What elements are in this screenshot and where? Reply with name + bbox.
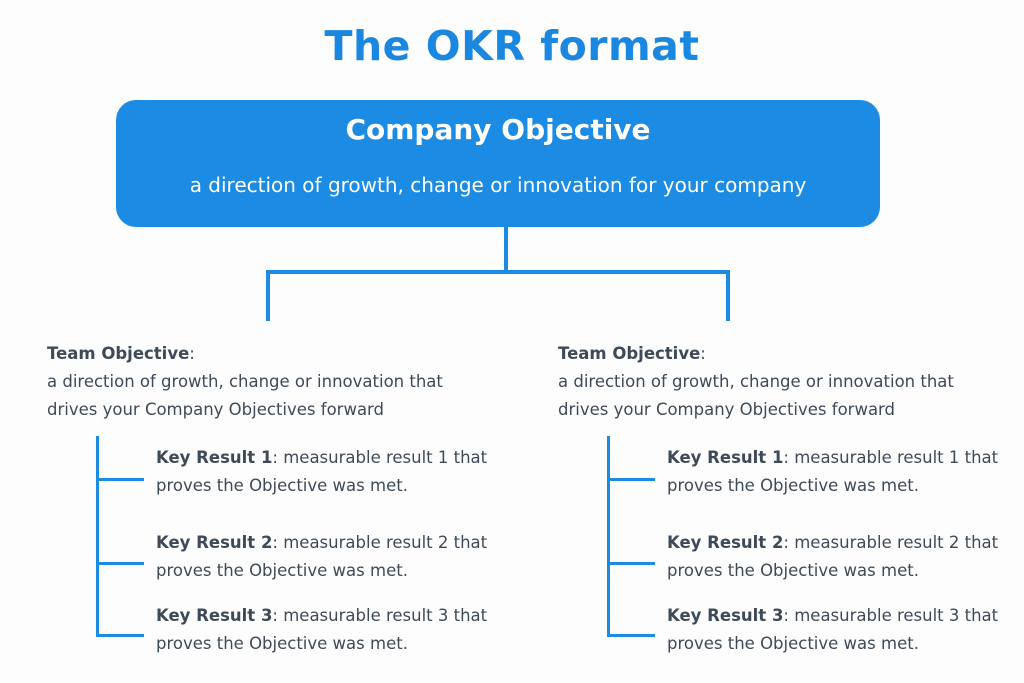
key-result-label: Key Result 2 bbox=[156, 533, 273, 552]
kr-spine-line-right bbox=[607, 436, 610, 636]
branch-right-drop-line bbox=[726, 270, 730, 321]
key-result-text: : measurable result 2 that bbox=[272, 533, 488, 552]
team-objective-colon: : bbox=[189, 344, 195, 363]
key-result-label: Key Result 1 bbox=[667, 448, 784, 467]
kr-spine-line-left bbox=[96, 436, 99, 636]
team-objective-line-1: a direction of growth, change or innovat… bbox=[47, 372, 443, 391]
team-objective-label: Team Objective bbox=[558, 344, 701, 363]
branch-left-drop-line bbox=[266, 270, 270, 321]
branch-horizontal-line bbox=[266, 270, 730, 274]
key-result-text: : measurable result 3 that bbox=[272, 606, 488, 625]
team-objective-right: Team Objective: a direction of growth, c… bbox=[558, 340, 998, 424]
team-objective-line-1: a direction of growth, change or innovat… bbox=[558, 372, 954, 391]
key-result-line-2: proves the Objective was met. bbox=[156, 561, 408, 580]
key-result-label: Key Result 3 bbox=[667, 606, 784, 625]
key-result-label: Key Result 3 bbox=[156, 606, 273, 625]
team-objective-heading: Team Objective: bbox=[47, 340, 487, 368]
kr-branch-3-left bbox=[96, 634, 144, 637]
team-objective-line-2: drives your Company Objectives forward bbox=[558, 400, 896, 419]
company-objective-description: a direction of growth, change or innovat… bbox=[189, 173, 807, 197]
key-result-label: Key Result 2 bbox=[667, 533, 784, 552]
key-result-1-left: Key Result 1: measurable result 1 that p… bbox=[156, 444, 496, 500]
key-result-line-2: proves the Objective was met. bbox=[667, 561, 919, 580]
key-result-line-1: Key Result 1: measurable result 1 that bbox=[667, 444, 1007, 472]
team-objective-left: Team Objective: a direction of growth, c… bbox=[47, 340, 487, 424]
kr-branch-2-right bbox=[607, 562, 655, 565]
key-result-label: Key Result 1 bbox=[156, 448, 273, 467]
diagram-title: The OKR format bbox=[324, 22, 700, 70]
key-result-2-right: Key Result 2: measurable result 2 that p… bbox=[667, 529, 1007, 585]
key-result-text: : measurable result 1 that bbox=[272, 448, 488, 467]
team-objective-label: Team Objective bbox=[47, 344, 190, 363]
key-result-2-left: Key Result 2: measurable result 2 that p… bbox=[156, 529, 496, 585]
key-result-line-1: Key Result 2: measurable result 2 that bbox=[667, 529, 1007, 557]
key-result-3-right: Key Result 3: measurable result 3 that p… bbox=[667, 602, 1007, 658]
kr-branch-2-left bbox=[96, 562, 144, 565]
kr-branch-1-left bbox=[96, 478, 144, 481]
company-objective-box: Company Objective a direction of growth,… bbox=[116, 100, 880, 227]
team-objective-line-2: drives your Company Objectives forward bbox=[47, 400, 385, 419]
key-result-line-1: Key Result 1: measurable result 1 that bbox=[156, 444, 496, 472]
key-result-3-left: Key Result 3: measurable result 3 that p… bbox=[156, 602, 496, 658]
key-result-line-2: proves the Objective was met. bbox=[156, 634, 408, 653]
key-result-text: : measurable result 2 that bbox=[783, 533, 999, 552]
company-stem-line bbox=[504, 227, 508, 273]
key-result-1-right: Key Result 1: measurable result 1 that p… bbox=[667, 444, 1007, 500]
key-result-line-1: Key Result 3: measurable result 3 that bbox=[667, 602, 1007, 630]
key-result-line-2: proves the Objective was met. bbox=[667, 476, 919, 495]
key-result-line-2: proves the Objective was met. bbox=[156, 476, 408, 495]
company-objective-title: Company Objective bbox=[345, 113, 651, 146]
key-result-text: : measurable result 1 that bbox=[783, 448, 999, 467]
key-result-text: : measurable result 3 that bbox=[783, 606, 999, 625]
team-objective-heading: Team Objective: bbox=[558, 340, 998, 368]
key-result-line-1: Key Result 3: measurable result 3 that bbox=[156, 602, 496, 630]
key-result-line-2: proves the Objective was met. bbox=[667, 634, 919, 653]
key-result-line-1: Key Result 2: measurable result 2 that bbox=[156, 529, 496, 557]
team-objective-colon: : bbox=[700, 344, 706, 363]
kr-branch-1-right bbox=[607, 478, 655, 481]
kr-branch-3-right bbox=[607, 634, 655, 637]
